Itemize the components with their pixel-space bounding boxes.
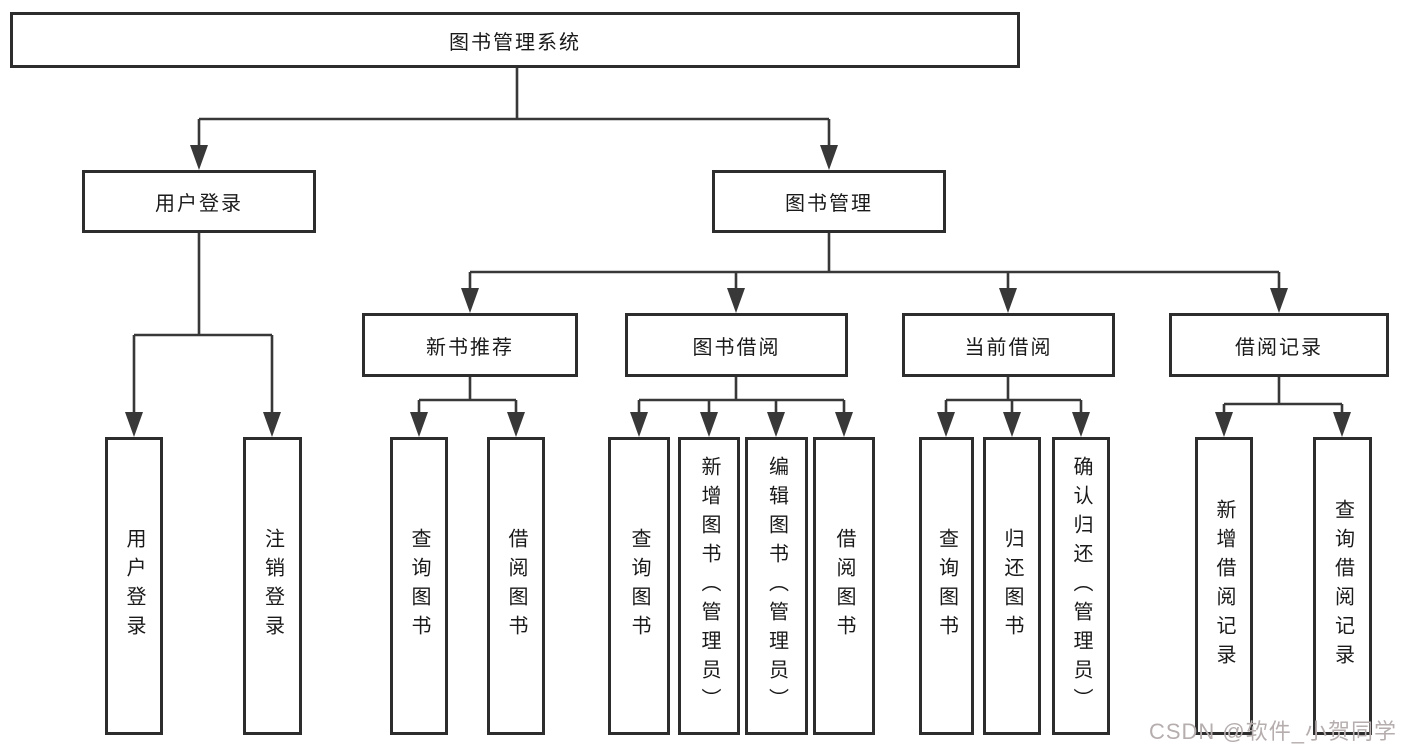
leaf-edit-books-admin-label: 编辑图书（管理员） bbox=[765, 455, 788, 717]
leaf-logout-label: 注销登录 bbox=[261, 528, 284, 644]
leaf-user-login: 用户登录 bbox=[105, 437, 163, 735]
leaf-query-books-recommend-label: 查询图书 bbox=[408, 528, 430, 644]
node-borrowing-records-label: 借阅记录 bbox=[1235, 336, 1323, 359]
leaf-borrow-books-recommend: 借阅图书 bbox=[487, 437, 545, 735]
node-user-login-group: 用户登录 bbox=[82, 170, 316, 233]
leaf-add-borrow-record: 新增借阅记录 bbox=[1195, 437, 1253, 735]
leaf-logout: 注销登录 bbox=[243, 437, 302, 735]
leaf-query-books-recommend: 查询图书 bbox=[390, 437, 448, 735]
leaf-query-books-current: 查询图书 bbox=[919, 437, 974, 735]
leaf-query-books-current-label: 查询图书 bbox=[935, 528, 958, 644]
leaf-confirm-return-admin: 确认归还（管理员） bbox=[1052, 437, 1110, 735]
leaf-borrow-books-recommend-label: 借阅图书 bbox=[505, 528, 527, 644]
leaf-query-books-borrow: 查询图书 bbox=[608, 437, 670, 735]
node-library-system-label: 图书管理系统 bbox=[449, 31, 581, 54]
node-book-borrowing-label: 图书借阅 bbox=[692, 336, 781, 359]
node-book-borrowing: 图书借阅 bbox=[625, 313, 848, 377]
leaf-borrow-books-label: 借阅图书 bbox=[833, 528, 855, 644]
leaf-add-borrow-record-label: 新增借阅记录 bbox=[1213, 499, 1235, 673]
leaf-query-borrow-record-label: 查询借阅记录 bbox=[1331, 499, 1354, 673]
leaf-query-books-borrow-label: 查询图书 bbox=[628, 528, 650, 644]
leaf-return-books: 归还图书 bbox=[983, 437, 1041, 735]
leaf-confirm-return-admin-label: 确认归还（管理员） bbox=[1070, 455, 1092, 717]
node-user-login-group-label: 用户登录 bbox=[155, 193, 243, 215]
leaf-edit-books-admin: 编辑图书（管理员） bbox=[745, 437, 808, 735]
node-current-borrowing: 当前借阅 bbox=[902, 313, 1115, 377]
arrowheads bbox=[125, 145, 1351, 437]
leaf-query-borrow-record: 查询借阅记录 bbox=[1313, 437, 1372, 735]
leaf-return-books-label: 归还图书 bbox=[1001, 528, 1023, 644]
node-borrowing-records: 借阅记录 bbox=[1169, 313, 1389, 377]
leaf-add-books-admin: 新增图书（管理员） bbox=[678, 437, 740, 735]
node-new-book-recommend: 新书推荐 bbox=[362, 313, 578, 377]
node-book-management-label: 图书管理 bbox=[785, 193, 873, 215]
node-book-management: 图书管理 bbox=[712, 170, 946, 233]
node-current-borrowing-label: 当前借阅 bbox=[964, 336, 1053, 359]
node-new-book-recommend-label: 新书推荐 bbox=[426, 336, 514, 359]
leaf-add-books-admin-label: 新增图书（管理员） bbox=[698, 455, 720, 717]
leaf-borrow-books: 借阅图书 bbox=[813, 437, 875, 735]
leaf-user-login-label: 用户登录 bbox=[123, 528, 145, 644]
node-library-system: 图书管理系统 bbox=[10, 12, 1020, 68]
csdn-watermark: CSDN @软件_小贺同学 bbox=[1148, 719, 1397, 744]
